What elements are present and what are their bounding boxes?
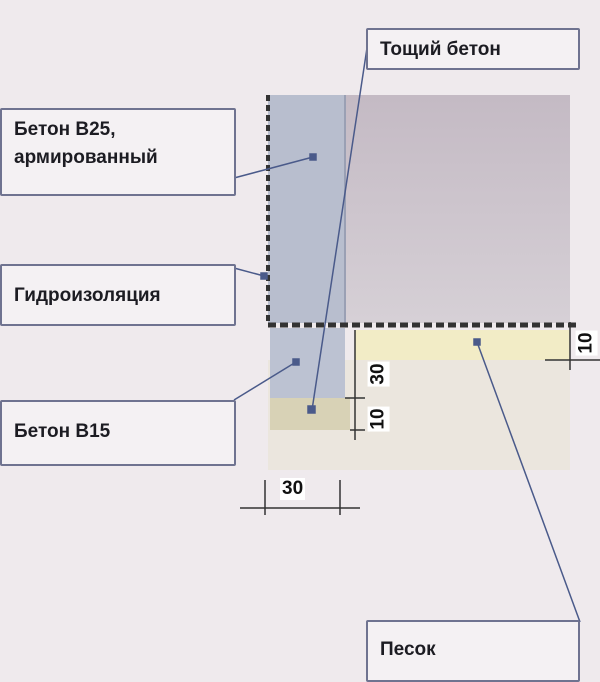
sand-layer xyxy=(355,330,570,360)
label-text: армированный xyxy=(14,147,158,168)
label-text: Гидроизоляция xyxy=(14,285,161,306)
lean-concrete-layer xyxy=(270,398,350,430)
dim-sand-thickness: 10 xyxy=(575,330,598,356)
dim-lean-thickness: 10 xyxy=(367,406,390,432)
label-waterproofing: Гидроизоляция xyxy=(0,264,236,326)
label-text: Бетон В25, xyxy=(14,119,116,140)
dimension-lines xyxy=(240,322,600,515)
slab xyxy=(345,95,570,323)
dim-wall-offset: 30 xyxy=(280,478,306,500)
label-text: Песок xyxy=(380,639,436,660)
label-lean-concrete: Тощий бетон xyxy=(366,28,580,70)
label-concrete-b25: Бетон В25, армированный xyxy=(0,108,236,196)
label-text: Тощий бетон xyxy=(380,39,501,60)
label-text: Бетон В15 xyxy=(14,421,111,442)
wall-b25 xyxy=(268,95,345,323)
dim-b15-thickness: 30 xyxy=(367,361,390,387)
footing-b15 xyxy=(270,328,345,398)
label-sand: Песок xyxy=(366,620,580,682)
label-concrete-b15: Бетон В15 xyxy=(0,400,236,466)
leader-lines xyxy=(233,47,581,623)
